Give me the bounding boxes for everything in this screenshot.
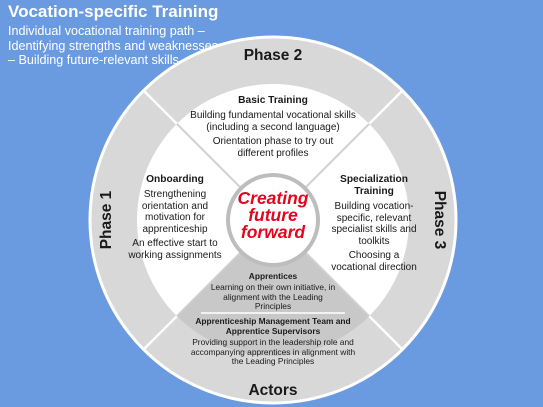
management-text: Providing support in the leadership role… <box>190 337 356 367</box>
center-circle <box>226 173 320 267</box>
basic-training-segment: Basic Training Building fundamental voca… <box>185 95 361 159</box>
ring-divider-sw <box>142 314 179 351</box>
phase-label-right: Phase 3 <box>431 191 448 250</box>
management-block: Apprenticeship Management Team and Appre… <box>188 316 358 367</box>
ring-divider-ne <box>367 89 404 126</box>
ring-divider-se <box>367 314 404 351</box>
specialization-line-1: Building vocation-specific, relevant spe… <box>331 201 417 247</box>
onboarding-line-1: Strengthening orientation and motivation… <box>141 189 209 235</box>
management-title: Apprenticeship Management Team and Appre… <box>195 316 351 336</box>
onboarding-segment: Onboarding Strengthening orientation and… <box>125 174 225 261</box>
apprentices-text: Learning on their own initiative, in ali… <box>210 282 336 312</box>
center-slogan: Creating future forward <box>237 188 309 242</box>
phase-label-top: Phase 2 <box>244 47 303 64</box>
basic-training-title: Basic Training <box>238 95 308 106</box>
specialization-line-2: Choosing a vocational direction <box>331 250 417 273</box>
phase-label-bottom: Actors <box>248 382 297 399</box>
ring-divider-nw <box>142 89 179 126</box>
basic-training-line-1: Building fundamental vocational skills (… <box>190 110 356 133</box>
phase-label-left: Phase 1 <box>98 190 115 249</box>
page-subtitle: Individual vocational training path – Id… <box>8 24 219 67</box>
onboarding-title: Onboarding <box>146 174 204 185</box>
basic-training-line-2: Orientation phase to try out different p… <box>212 136 334 159</box>
actors-segment <box>176 220 370 357</box>
apprentices-block: Apprentices Learning on their own initia… <box>208 271 338 312</box>
specialization-title: Specialization Training <box>340 174 408 197</box>
specialization-segment: Specialization Training Building vocatio… <box>327 174 421 273</box>
page-title: Vocation-specific Training <box>8 2 219 21</box>
apprentices-title: Apprentices <box>248 271 298 281</box>
onboarding-line-2: An effective start to working assignment… <box>128 238 222 261</box>
